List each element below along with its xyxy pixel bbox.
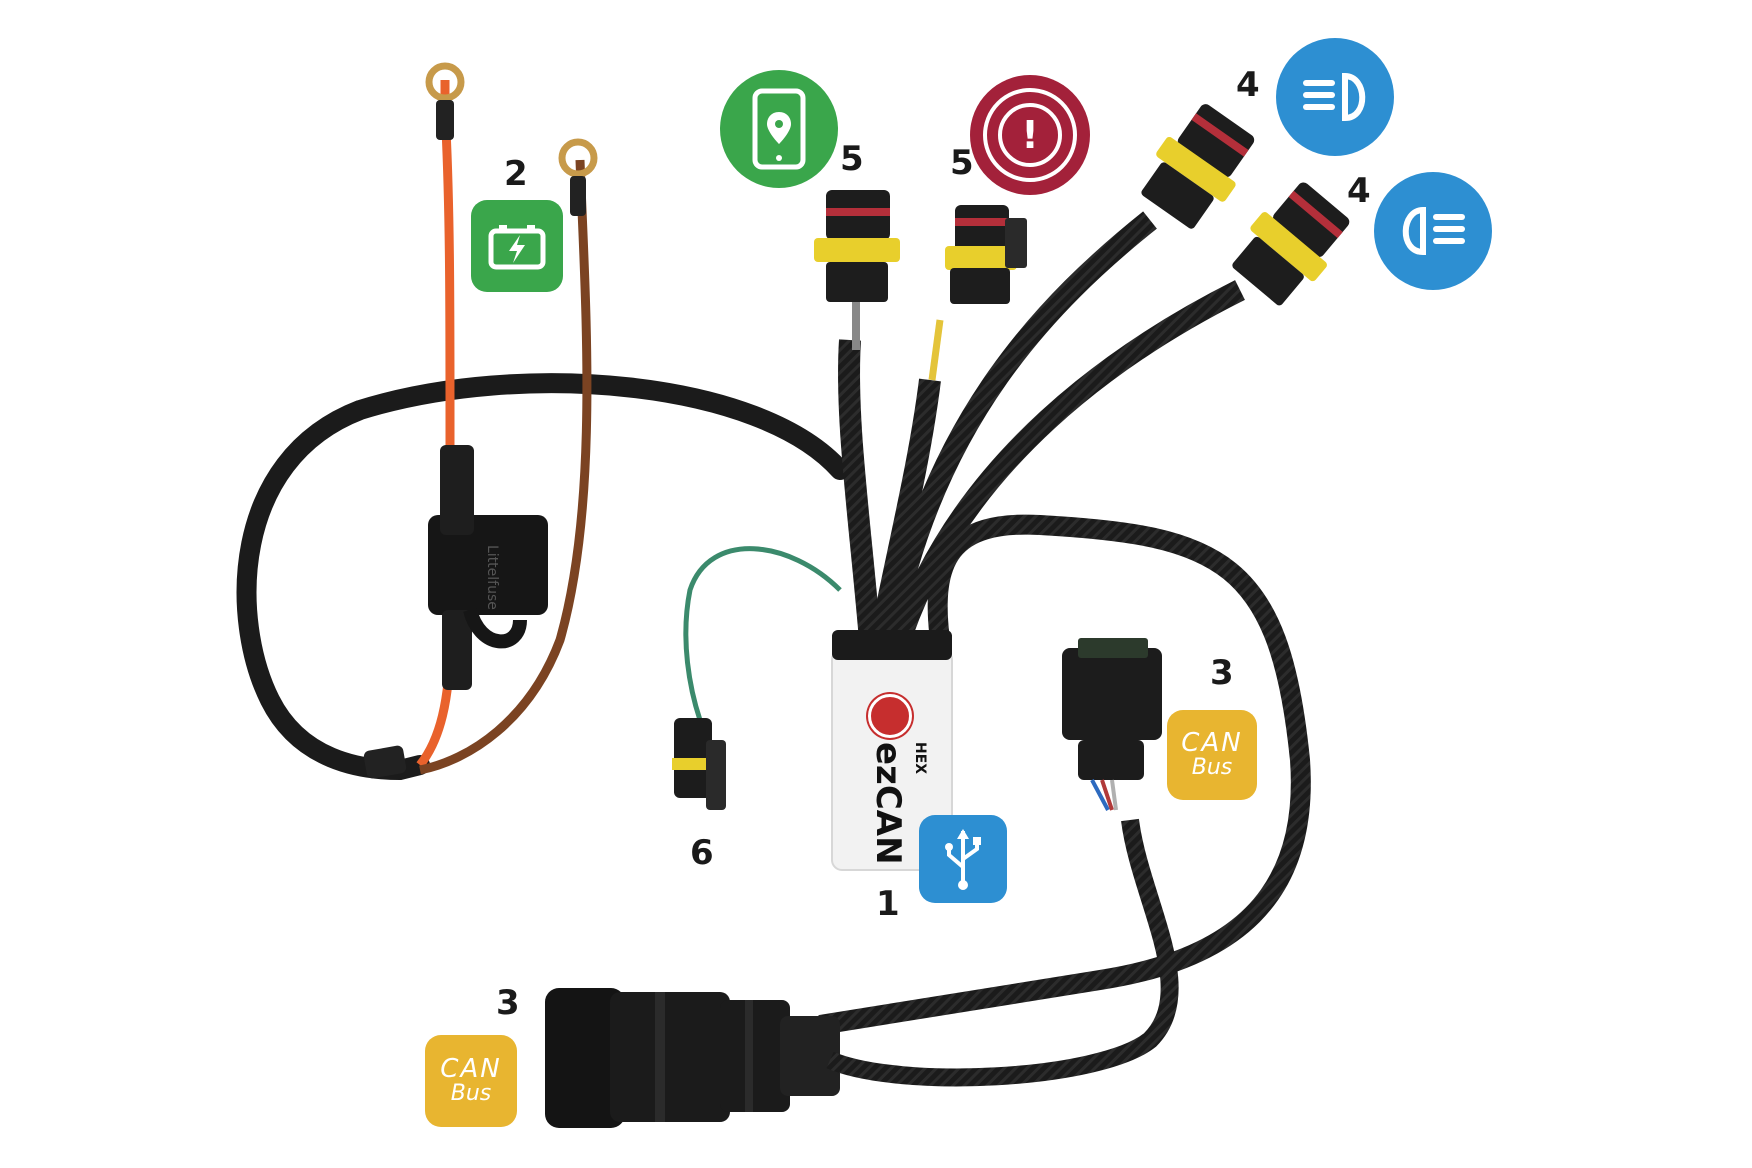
left-loop-cable [236,373,850,781]
orange-wire [416,80,455,768]
ring-terminal-orange [425,62,465,102]
ezcan-logo-block [868,694,912,738]
green-wire [683,546,842,721]
phone-location-icon [752,88,806,170]
branch-canbus [818,514,1311,1035]
label-light-bottom: 4 [1347,171,1371,211]
branch-light-bottom [889,280,1245,644]
canbus-right-connector [1062,638,1162,811]
brown-wire [419,159,592,775]
headlight-high-beam-icon [1303,72,1366,122]
headlight-low-beam-icon [1402,206,1465,256]
branch-gps [838,339,881,641]
canbus-left-connector [545,988,840,1128]
gps-badge [720,70,838,188]
alarm-connector [945,205,1027,304]
usb-icon [945,829,981,890]
aux-connector [672,718,726,810]
label-battery: 2 [504,154,528,194]
label-canbus-left: 3 [496,983,520,1023]
branch-light-top [879,211,1157,642]
gps-connector [814,190,900,302]
canbus-left-cable [826,818,1179,1087]
can-badge-line2: Bus [1191,754,1233,780]
alert-exclamation-icon: ! [983,88,1077,182]
label-light-top: 4 [1236,65,1260,105]
light-bottom-connector [1232,182,1350,306]
ring-terminal-brown [558,138,598,178]
canbus-badge-right: CAN Bus [1167,710,1257,800]
high-beam-badge [1276,38,1394,156]
can-badge-line1: CAN [1181,727,1243,758]
ezcan-brand-small: HEX [912,742,928,775]
can-badge-line2: Bus [450,1080,492,1106]
can-badge-line1: CAN [440,1053,502,1084]
label-gps: 5 [840,139,864,179]
light-top-connector [1141,104,1255,229]
label-device: 1 [876,884,900,924]
canbus-badge-left: CAN Bus [425,1035,517,1127]
fuse-brand-text: Littelfuse [484,545,500,610]
ezcan-brand-name: ezCAN [868,742,908,865]
low-beam-badge [1374,172,1492,290]
usb-badge [919,815,1007,903]
hex-logo-icon [868,694,912,738]
ezcan-device [831,630,953,871]
label-canbus-right: 3 [1210,653,1234,693]
alarm-badge: ! [970,75,1090,195]
battery-charge-icon [488,225,546,270]
battery-badge [471,200,563,292]
fuse-holder [428,515,548,615]
label-alarm: 5 [950,143,974,183]
label-aux: 6 [690,833,714,873]
